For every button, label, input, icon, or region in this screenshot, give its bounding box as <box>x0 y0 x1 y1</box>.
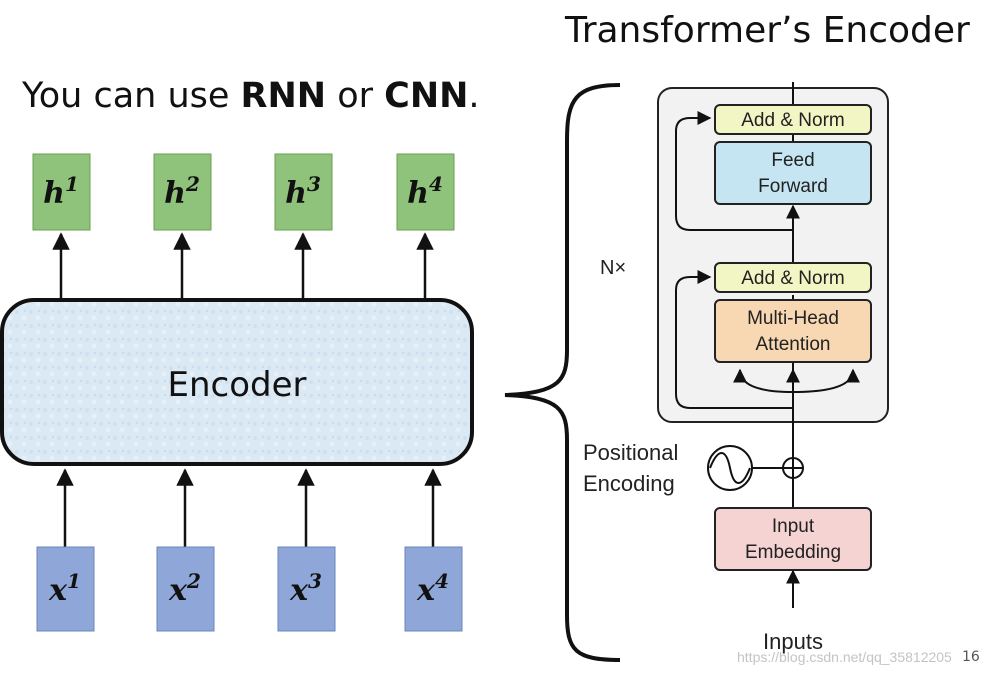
subtitle-mid: or <box>326 76 384 116</box>
input-x1-base: x <box>48 573 68 608</box>
page-number: 16 <box>962 649 980 665</box>
feed-forward-label-line1: Feed <box>771 150 814 171</box>
svg-text:h4: h4 <box>407 172 443 211</box>
output-h3-sup: 3 <box>307 172 321 196</box>
add-norm-top-block: Add & Norm <box>714 104 872 135</box>
add-operator-icon <box>782 457 804 479</box>
multi-head-attention-block: Multi-Head Attention <box>714 299 872 363</box>
arrow-attention-query <box>733 368 794 393</box>
output-vector-h2: h2 <box>153 153 212 231</box>
input-embedding-label-line2: Embedding <box>745 542 841 563</box>
add-norm-top-label: Add & Norm <box>741 110 844 131</box>
subtitle-cnn: CNN <box>384 76 468 116</box>
input-x3-base: x <box>289 573 309 608</box>
svg-text:x1: x1 <box>48 569 81 608</box>
input-x3-sup: 3 <box>308 569 322 593</box>
subtitle-post: . <box>468 76 479 116</box>
subtitle-rnn: RNN <box>241 76 327 116</box>
output-h2-sup: 2 <box>185 172 200 196</box>
watermark-text: https://blog.csdn.net/qq_35812205 <box>737 649 952 665</box>
input-vector-x3: x3 <box>277 546 336 632</box>
output-h2-base: h <box>164 176 186 211</box>
add-norm-bottom-block: Add & Norm <box>714 262 872 293</box>
svg-text:x3: x3 <box>289 569 322 608</box>
curly-brace <box>504 83 621 662</box>
input-vector-x1: x1 <box>36 546 95 632</box>
residual-attention <box>675 270 793 409</box>
input-vector-x4: x4 <box>404 546 463 632</box>
add-norm-bottom-label: Add & Norm <box>741 268 844 289</box>
input-x2-sup: 2 <box>186 569 201 593</box>
multi-head-label-line1: Multi-Head <box>747 308 839 329</box>
output-vector-h4: h4 <box>396 153 455 231</box>
input-x2-base: x <box>168 573 188 608</box>
residual-feedforward <box>675 111 793 231</box>
feed-forward-block: Feed Forward <box>714 141 872 205</box>
subtitle-text: You can use RNN or CNN. <box>21 76 480 116</box>
transformer-figure: N× Add & Norm Feed Forwar <box>583 82 889 654</box>
input-x4-base: x <box>416 573 436 608</box>
encoder-label: Encoder <box>167 365 306 405</box>
input-vector-x2: x2 <box>156 546 215 632</box>
inputs-label: Inputs <box>763 629 823 654</box>
input-arrows <box>56 468 442 547</box>
input-embedding-block: Input Embedding <box>714 507 872 571</box>
positional-encoding-label-line1: Positional <box>583 440 678 465</box>
nx-label: N× <box>600 257 626 279</box>
svg-text:x4: x4 <box>416 569 449 608</box>
positional-encoding-label-line2: Encoding <box>583 471 675 496</box>
svg-text:x2: x2 <box>168 569 201 608</box>
multi-head-label-line2: Attention <box>756 334 831 355</box>
sine-wave-icon <box>707 445 753 491</box>
input-vectors: x1 x2 x3 x4 <box>36 546 463 632</box>
svg-text:h2: h2 <box>164 172 200 211</box>
output-h4-sup: 4 <box>429 172 443 196</box>
output-vectors: h1 h2 h3 h4 <box>32 153 455 231</box>
feed-forward-label-line2: Forward <box>758 176 828 197</box>
output-vector-h3: h3 <box>274 153 333 231</box>
output-arrows <box>52 232 434 300</box>
output-h1-base: h <box>43 176 65 211</box>
subtitle-pre: You can use <box>21 76 241 116</box>
input-embedding-label-line1: Input <box>772 516 815 537</box>
svg-text:h1: h1 <box>43 172 79 211</box>
output-h4-base: h <box>407 176 429 211</box>
transformer-encoder-title: Transformer’s Encoder <box>564 10 970 51</box>
encoder-block: Encoder <box>0 298 474 466</box>
svg-text:h3: h3 <box>285 172 321 211</box>
output-vector-h1: h1 <box>32 153 91 231</box>
input-x1-sup: 1 <box>67 569 81 593</box>
input-x4-sup: 4 <box>435 569 449 593</box>
arrow-attention-key <box>792 368 860 393</box>
output-h1-sup: 1 <box>65 172 79 196</box>
output-h3-base: h <box>285 176 307 211</box>
